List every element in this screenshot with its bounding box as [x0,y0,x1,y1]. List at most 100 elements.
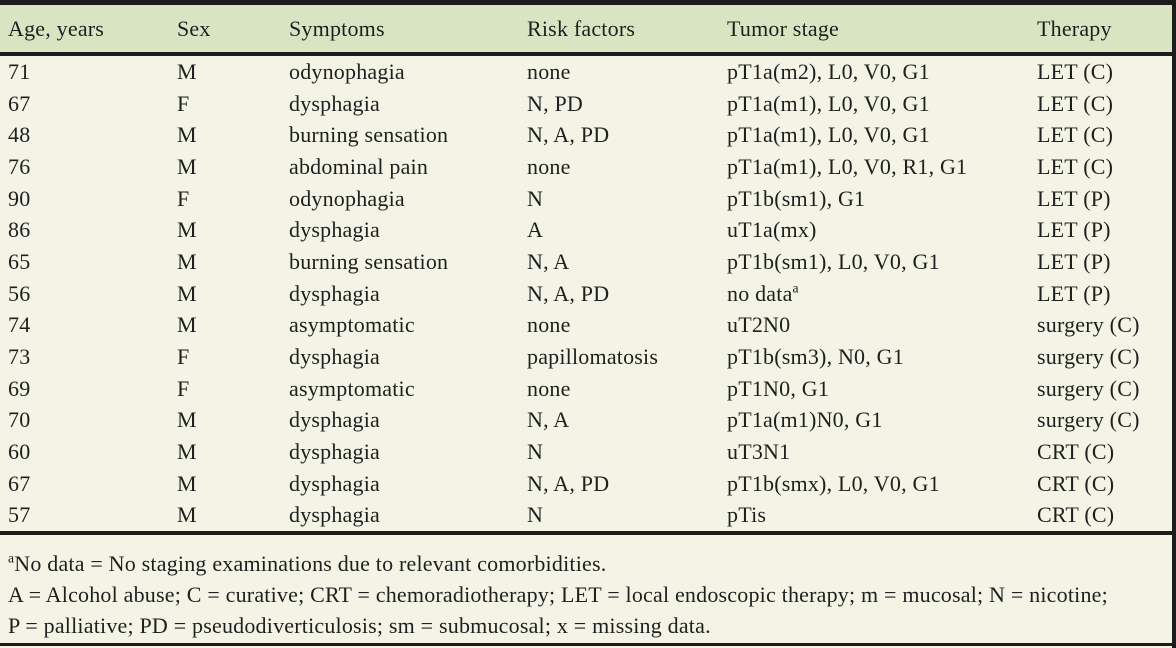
cell-risk-factors: N, A, PD [527,122,610,148]
cell-risk-factors: N, A [527,407,570,433]
cell-therapy: LET (P) [1037,185,1111,211]
cell-age: 69 [8,375,31,401]
cell-sex: M [177,248,197,274]
cell-tumor-stage: pT1b(sm1), G1 [727,185,866,211]
cell-symptoms: dysphagia [289,439,381,465]
cell-risk-factors: N [527,439,544,465]
cell-tumor-stage: pT1b(sm1), L0, V0, G1 [727,248,940,274]
cell-symptoms: dysphagia [289,407,381,433]
cell-tumor-stage: uT2N0 [727,312,791,338]
cell-tumor-stage: no dataa [727,280,799,306]
footnotes: aNo data = No staging examinations due t… [0,535,1172,641]
cell-sex: M [177,217,197,243]
cell-sex: M [177,470,197,496]
cell-risk-factors: N [527,499,727,536]
cell-therapy: CRT (C) [1037,499,1172,536]
cell-sex: F [177,375,190,401]
col-header-age: Age, years [0,5,177,56]
cell-age: 67 [8,470,31,496]
cell-sex: M [177,499,289,536]
cell-risk-factors: none [527,375,571,401]
cell-therapy: surgery (C) [1037,344,1140,370]
cell-sex: M [177,407,197,433]
cell-therapy: LET (C) [1037,122,1114,148]
patient-table: Age, years Sex Symptoms Risk factors Tum… [0,5,1172,536]
cell-therapy: LET (C) [1037,90,1114,116]
cell-risk-factors: A [527,217,544,243]
cell-sex: M [177,58,197,84]
cell-therapy: LET (C) [1037,58,1114,84]
cell-symptoms: odynophagia [289,185,405,211]
cell-risk-factors: none [527,312,571,338]
cell-risk-factors: N, PD [527,90,584,116]
cell-therapy: CRT (C) [1037,470,1115,496]
col-header-sex: Sex [177,5,289,56]
cell-age: 48 [8,122,31,148]
cell-risk-factors: N, A, PD [527,280,610,306]
cell-therapy: LET (P) [1037,280,1111,306]
cell-age: 70 [8,407,31,433]
cell-sex: M [177,153,197,179]
cell-symptoms: dysphagia [289,344,381,370]
col-header-tumor-stage: Tumor stage [727,5,1037,56]
cell-sex: F [177,344,190,370]
cell-therapy: surgery (C) [1037,407,1140,433]
bottom-rule [0,643,1172,647]
cell-tumor-stage: pT1b(smx), L0, V0, G1 [727,470,940,496]
cell-sex: M [177,122,197,148]
cell-sex: M [177,312,197,338]
cell-symptoms: odynophagia [289,58,405,84]
cell-sex: F [177,185,190,211]
cell-age: 71 [8,58,31,84]
cell-sex: F [177,90,190,116]
cell-symptoms: burning sensation [289,248,449,274]
cell-sex: M [177,439,197,465]
cell-sex: M [177,280,197,306]
cell-symptoms: dysphagia [289,470,381,496]
cell-tumor-stage: pT1a(m1), L0, V0, G1 [727,90,930,116]
cell-tumor-stage: pT1b(sm3), N0, G1 [727,344,904,370]
cell-age: 86 [8,217,31,243]
cell-tumor-stage: uT1a(mx) [727,217,817,243]
cell-tumor-stage: pT1a(m2), L0, V0, G1 [727,58,930,84]
cell-age: 73 [8,344,31,370]
cell-risk-factors: none [527,58,571,84]
cell-risk-factors: N, A [527,248,570,274]
cell-age: 76 [8,153,31,179]
cell-tumor-stage: uT3N1 [727,439,791,465]
table-header: Age, years Sex Symptoms Risk factors Tum… [0,5,1172,56]
cell-age: 56 [8,280,31,306]
cell-therapy: LET (P) [1037,217,1111,243]
cell-therapy: LET (C) [1037,153,1114,179]
cell-risk-factors: papillomatosis [527,344,659,370]
cell-symptoms: dysphagia [289,280,381,306]
cell-therapy: surgery (C) [1037,312,1140,338]
cell-age: 57 [0,499,177,536]
cell-symptoms: burning sensation [289,122,449,148]
cell-tumor-stage: pT1a(m1), L0, V0, R1, G1 [727,153,968,179]
cell-symptoms: dysphagia [289,217,381,243]
cell-risk-factors: N, A, PD [527,470,610,496]
cell-age: 65 [8,248,31,274]
abbreviations-line-1: A = Alcohol abuse; C = curative; CRT = c… [8,582,1108,608]
cell-symptoms: asymptomatic [289,375,415,401]
cell-symptoms: dysphagia [289,90,381,116]
cell-age: 67 [8,90,31,116]
cell-tumor-stage: pT1a(m1), L0, V0, G1 [727,122,930,148]
cell-therapy: surgery (C) [1037,375,1140,401]
cell-therapy: CRT (C) [1037,439,1115,465]
header-row: Age, years Sex Symptoms Risk factors Tum… [0,5,1172,56]
cell-age: 60 [8,439,31,465]
cell-tumor-stage: pTis [727,499,1037,536]
